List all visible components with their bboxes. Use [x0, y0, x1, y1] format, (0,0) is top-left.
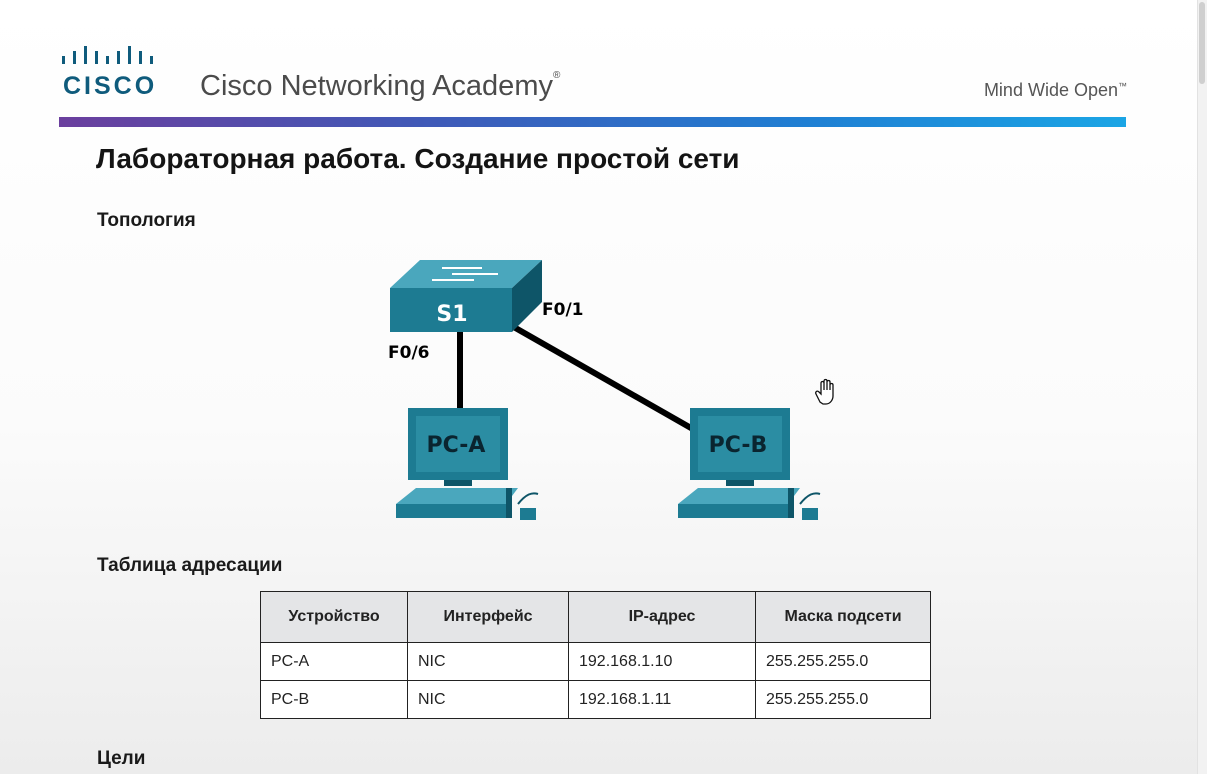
- topology-diagram: S1 F0/6 F0/1 PC-A PC-B: [388, 260, 821, 520]
- pc-a-icon: PC-A: [396, 408, 539, 520]
- column-header-ip: IP-адрес: [568, 591, 756, 643]
- vertical-scrollbar[interactable]: [1197, 0, 1207, 774]
- cell-device: PC-A: [260, 642, 408, 681]
- link-s1-pc-b: [510, 323, 700, 435]
- academy-name: Cisco Networking Academy®: [200, 70, 561, 102]
- hand-cursor-icon: [815, 378, 834, 405]
- column-header-interface: Интерфейс: [407, 591, 569, 643]
- table-row: PC-A NIC 192.168.1.10 255.255.255.0: [260, 642, 931, 681]
- cell-device: PC-B: [260, 680, 408, 719]
- port-label-f0-1: F0/1: [542, 300, 583, 320]
- pc-b-icon: PC-B: [678, 408, 821, 520]
- cell-mask: 255.255.255.0: [755, 680, 931, 719]
- table-header-row: Устройство Интерфейс IP-адрес Маска подс…: [260, 591, 931, 643]
- scrollbar-thumb[interactable]: [1199, 2, 1205, 84]
- page-title: Лабораторная работа. Создание простой се…: [96, 143, 740, 174]
- switch-s1: S1: [390, 260, 542, 332]
- column-header-mask: Маска подсети: [755, 591, 931, 643]
- section-topology-heading: Топология: [97, 210, 196, 231]
- addressing-table: Устройство Интерфейс IP-адрес Маска подс…: [260, 591, 931, 719]
- pc-b-label: PC-B: [709, 433, 768, 458]
- cell-interface: NIC: [407, 642, 569, 681]
- cell-ip: 192.168.1.11: [568, 680, 756, 719]
- cell-mask: 255.255.255.0: [755, 642, 931, 681]
- cisco-logo-icon: [62, 46, 153, 64]
- column-header-device: Устройство: [260, 591, 408, 643]
- section-addressing-heading: Таблица адресации: [97, 555, 283, 576]
- port-label-f0-6: F0/6: [388, 343, 429, 363]
- cell-interface: NIC: [407, 680, 569, 719]
- section-objectives-heading: Цели: [97, 748, 146, 769]
- tagline: Mind Wide Open™: [983, 80, 1127, 100]
- cell-ip: 192.168.1.10: [568, 642, 756, 681]
- pc-a-label: PC-A: [427, 433, 486, 458]
- header-divider: [59, 117, 1126, 127]
- switch-label: S1: [436, 302, 467, 327]
- cisco-logo-text: cisco: [63, 72, 158, 100]
- table-row: PC-B NIC 192.168.1.11 255.255.255.0: [260, 680, 931, 719]
